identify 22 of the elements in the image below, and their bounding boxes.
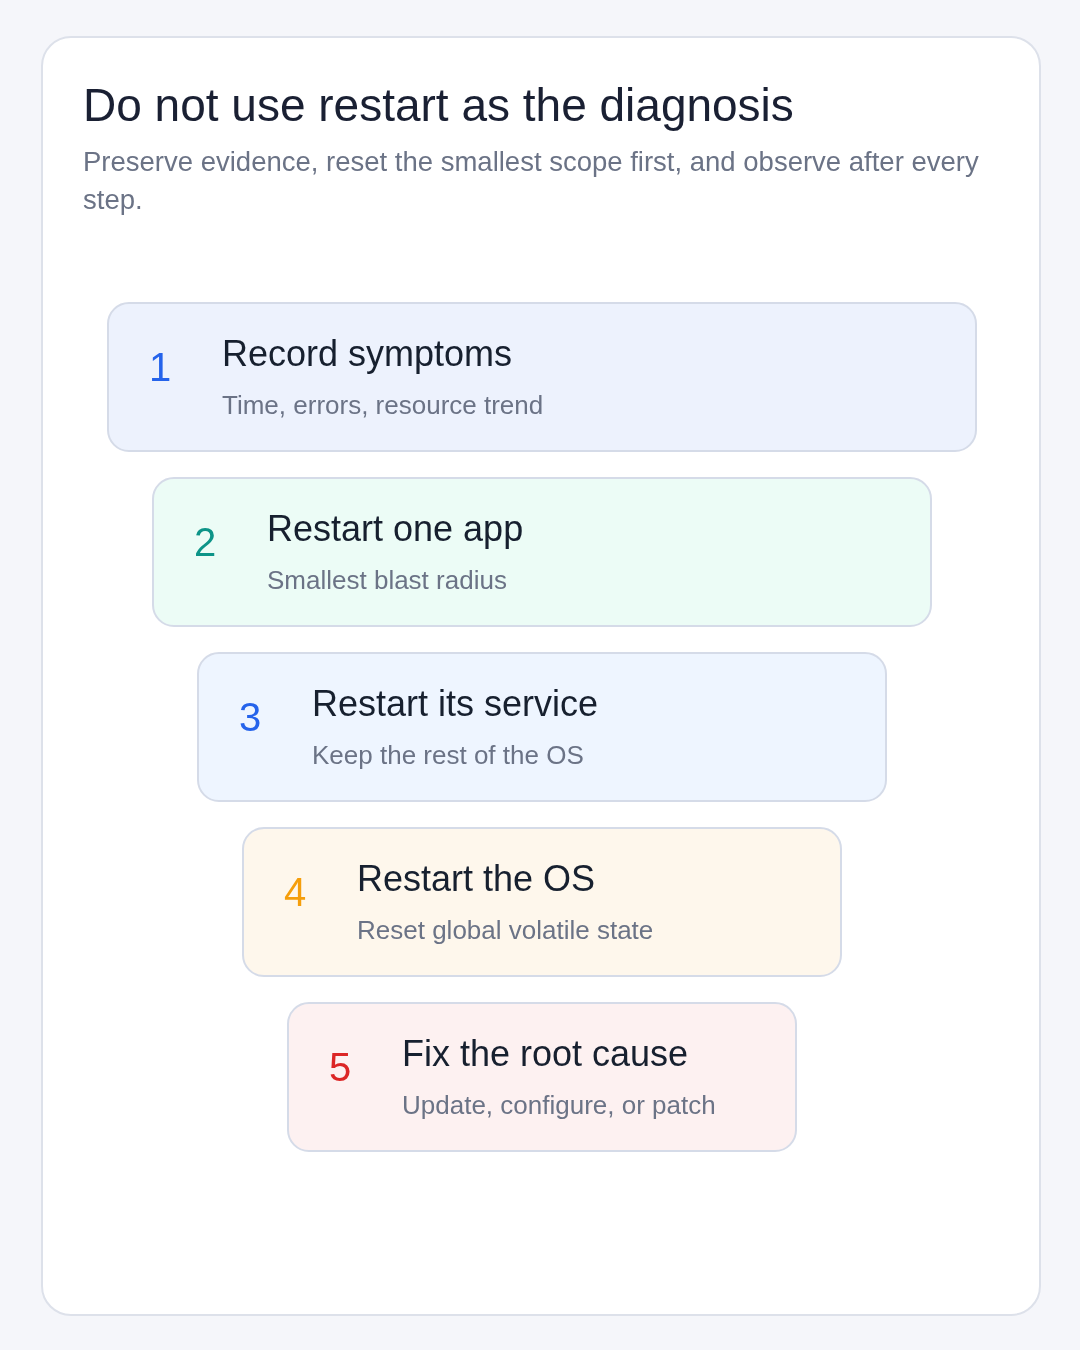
step-description: Time, errors, resource trend <box>222 389 544 421</box>
step-number: 5 <box>329 1044 352 1090</box>
step-title: Restart its service <box>312 683 599 725</box>
step-description: Smallest blast radius <box>267 564 507 596</box>
step-title: Fix the root cause <box>402 1033 689 1075</box>
step-card <box>197 652 887 802</box>
step-card <box>152 477 932 627</box>
step-number: 1 <box>149 344 172 390</box>
step-card <box>107 302 977 452</box>
step-description: Reset global volatile state <box>357 914 654 946</box>
step-number: 2 <box>194 519 217 565</box>
step-description: Keep the rest of the OS <box>312 739 584 771</box>
step-card <box>242 827 842 977</box>
step-card <box>287 1002 797 1152</box>
step-title: Record symptoms <box>222 333 513 375</box>
step-number: 3 <box>239 694 262 740</box>
subtitle: Preserve evidence, reset the smallest scope first, and observe after every step. <box>83 145 980 217</box>
step-number: 4 <box>284 869 307 915</box>
step-title: Restart one app <box>267 508 524 550</box>
step-title: Restart the OS <box>357 858 596 900</box>
title: Do not use restart as the diagnosis <box>83 78 794 133</box>
step-description: Update, configure, or patch <box>402 1089 716 1121</box>
